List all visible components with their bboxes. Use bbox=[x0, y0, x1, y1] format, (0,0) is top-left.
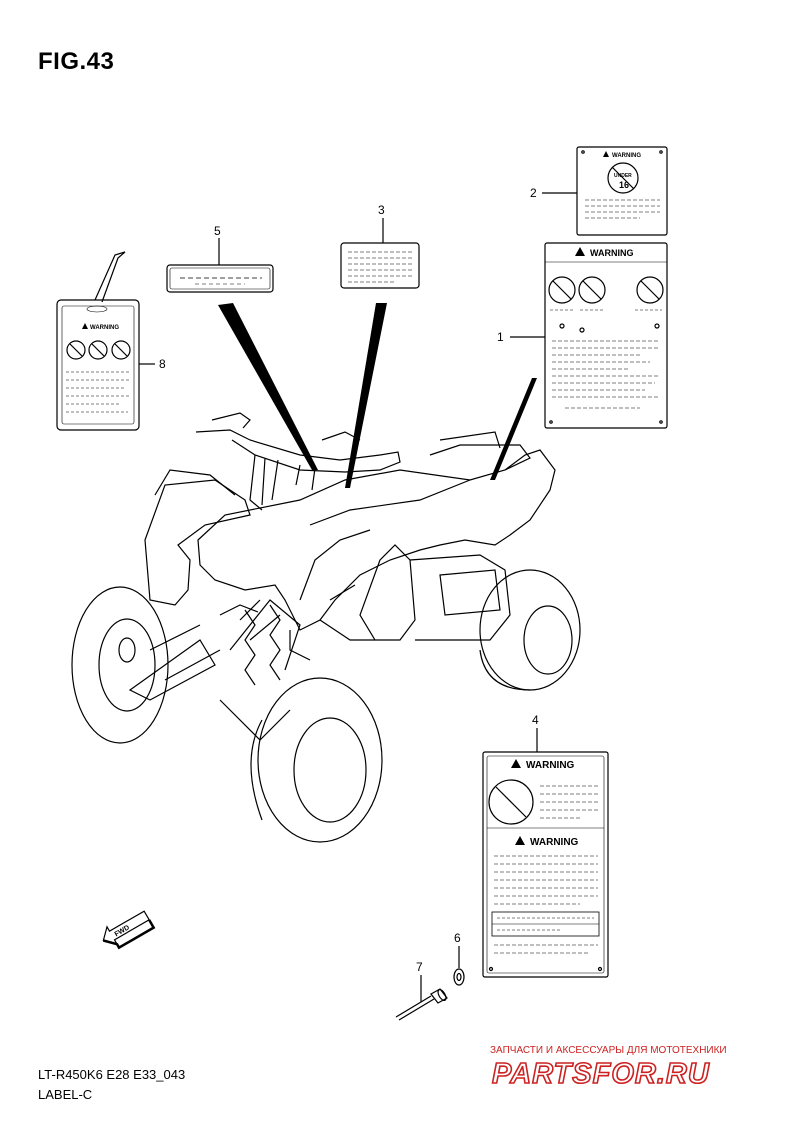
callout-8: 8 bbox=[159, 357, 166, 371]
callout-4: 4 bbox=[532, 713, 539, 727]
fwd-arrow-icon bbox=[102, 910, 156, 950]
atv-outline bbox=[71, 412, 581, 843]
watermark-logo: PARTSFOR.RU bbox=[492, 1058, 710, 1090]
label-3 bbox=[340, 218, 420, 289]
label-4-warning-bottom: WARNING bbox=[530, 837, 579, 848]
fwd-label: FWD bbox=[114, 924, 131, 938]
label-4-warning-top: WARNING bbox=[526, 760, 575, 771]
figure-title: FIG.43 bbox=[38, 48, 115, 75]
label-2 bbox=[542, 146, 668, 236]
rivet-part-7 bbox=[395, 975, 448, 1021]
label-1-warning: WARNING bbox=[590, 248, 634, 258]
model-code: LT-R450K6 E28 E33_043 bbox=[38, 1067, 186, 1082]
callout-6: 6 bbox=[454, 931, 461, 945]
label-2-under: UNDER bbox=[614, 173, 632, 179]
label-4 bbox=[482, 728, 609, 978]
label-8-warning: WARNING bbox=[90, 325, 119, 331]
label-1 bbox=[510, 242, 668, 429]
label-5 bbox=[166, 238, 274, 293]
washer-part-6 bbox=[453, 946, 465, 986]
label-2-warning: WARNING bbox=[612, 153, 641, 159]
section-name: LABEL-C bbox=[38, 1087, 93, 1102]
callout-1: 1 bbox=[497, 330, 504, 344]
label-8 bbox=[56, 251, 155, 431]
callout-2: 2 bbox=[530, 186, 537, 200]
label-2-age: 16 bbox=[619, 180, 629, 190]
callout-7: 7 bbox=[416, 960, 423, 974]
watermark-tagline: ЗАПЧАСТИ И АКСЕССУАРЫ ДЛЯ МОТОТЕХНИКИ bbox=[490, 1045, 727, 1056]
callout-3: 3 bbox=[378, 203, 385, 217]
callout-5: 5 bbox=[214, 224, 221, 238]
